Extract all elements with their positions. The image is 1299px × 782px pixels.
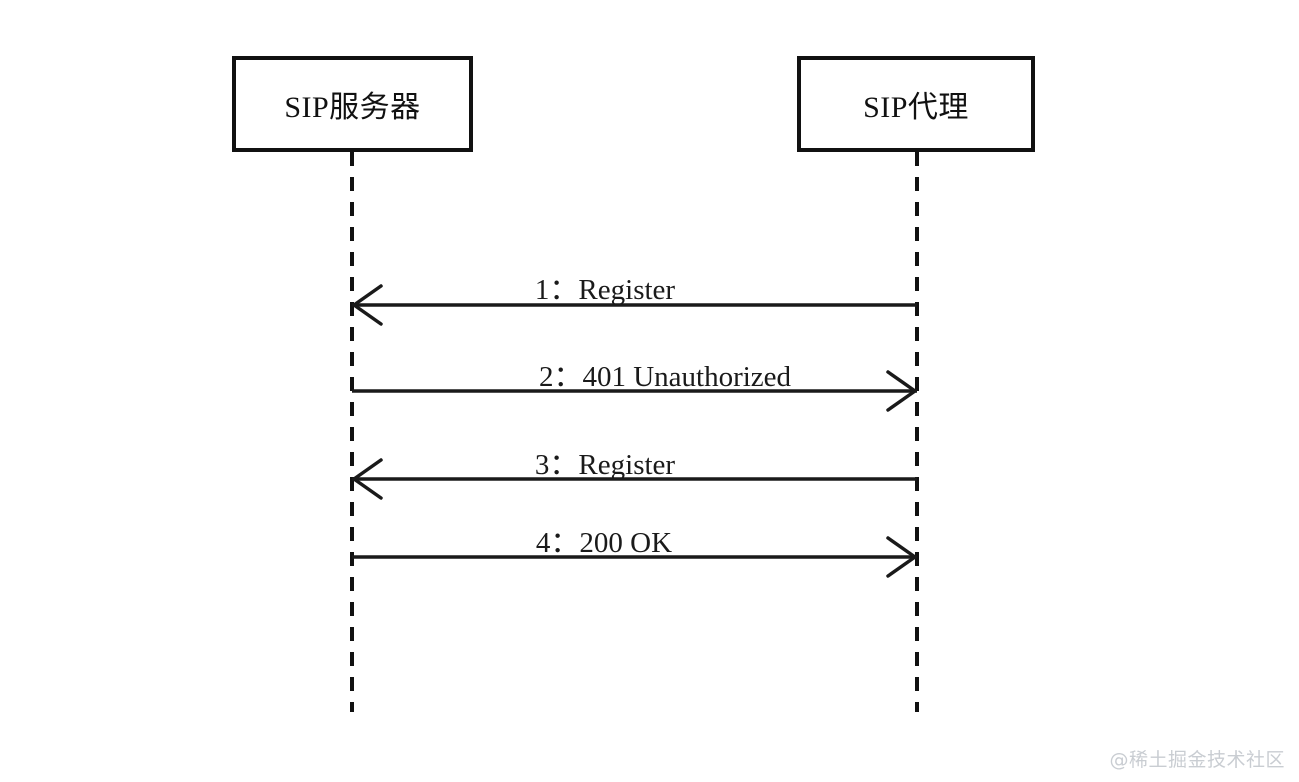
arrowhead-left-1: [352, 284, 383, 326]
lifeline-label-sip-server: SIP服务器: [284, 91, 421, 124]
lifeline-box-sip-server: SIP服务器: [232, 56, 473, 152]
message-label-3: 3：Register: [534, 449, 676, 481]
message-arrow-1: [352, 284, 917, 326]
arrowhead-left-3: [352, 458, 383, 500]
lifeline-label-sip-agent: SIP代理: [863, 91, 969, 124]
message-arrow-4: [352, 536, 917, 578]
arrowhead-right-2: [886, 370, 917, 412]
arrowhead-right-4: [886, 536, 917, 578]
message-arrow-2: [352, 370, 917, 412]
message-arrow-3: [352, 458, 917, 500]
message-label-2: 2：401 Unauthorized: [538, 361, 792, 393]
watermark-text: @稀土掘金技术社区: [1109, 749, 1285, 771]
message-label-1: 1：Register: [534, 274, 676, 306]
message-label-4: 4：200 OK: [535, 527, 673, 559]
lifeline-box-sip-agent: SIP代理: [797, 56, 1035, 152]
